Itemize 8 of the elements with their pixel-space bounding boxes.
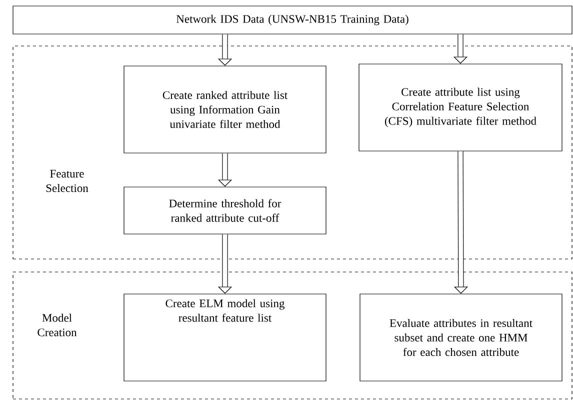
process-box: Network IDS Data (UNSW-NB15 Training Data)	[12, 6, 572, 34]
process-box: Create attribute list using Correlation Feature Selection (CFS) multivariate filter method	[358, 64, 562, 152]
region-label: Feature Selection	[46, 170, 88, 192]
process-box: Determine threshold for ranked attribute cut-off	[124, 186, 326, 234]
process-box: Create ELM model using resultant feature list	[124, 294, 326, 382]
process-box: Create ranked attribute list using Information Gain univariate filter method	[124, 66, 326, 154]
process-box: Evaluate attributes in resultant subset and create one HMM for each chosen attribute	[360, 294, 562, 382]
region-label: Model Creation	[38, 314, 77, 336]
